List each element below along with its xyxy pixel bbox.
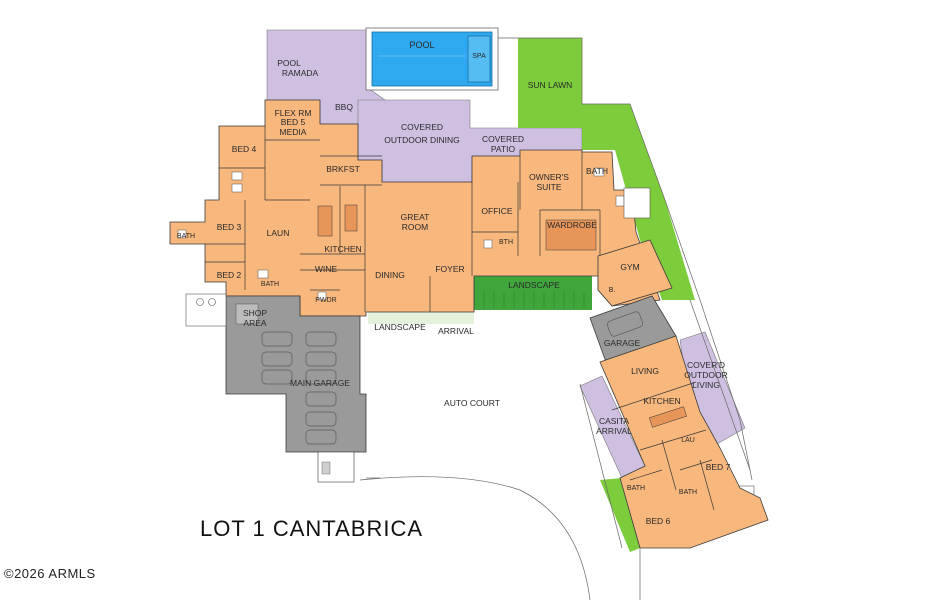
main-house	[169, 99, 661, 317]
casita-arrival-label-2: ARRIVAL	[596, 426, 632, 436]
garage-footprint	[225, 295, 367, 453]
kitchen-island	[317, 205, 333, 237]
main-garage	[225, 295, 367, 483]
flex-room-label-3: MEDIA	[280, 127, 307, 137]
owners-suite-label-2: SUITE	[536, 182, 561, 192]
flex-room-label-2: BED 5	[281, 117, 306, 127]
pool-group	[365, 27, 499, 91]
casita-kitchen-label: KITCHEN	[643, 396, 680, 406]
gym-footprint	[597, 239, 673, 307]
covered-outdoor-living-label-3: LIVING	[692, 380, 720, 390]
kitchen-label: KITCHEN	[324, 244, 361, 254]
landscape-front-label: LANDSCAPE	[374, 322, 426, 332]
auto-court-label: AUTO COURT	[444, 398, 500, 408]
main-house-footprint	[169, 99, 661, 317]
shop-area-label-1: SHOP	[243, 308, 267, 318]
sun-lawn-label: SUN LAWN	[528, 80, 573, 90]
casita-living-label: LIVING	[631, 366, 659, 376]
covered-patio-label-1: COVERED	[482, 134, 524, 144]
wardrobe-closet	[545, 219, 597, 251]
casita-lawn	[600, 478, 640, 552]
bbq-label: BBQ	[335, 102, 353, 112]
pool-ramada-label-2: RAMADA	[282, 68, 319, 78]
gym-b-label: B.	[609, 287, 616, 294]
covered-outdoor-dining-label-1: COVERED	[401, 122, 443, 132]
casita-laundry-label: LAU	[681, 437, 695, 444]
parked-cars	[261, 331, 337, 445]
office-label: OFFICE	[481, 206, 512, 216]
casita-footprint	[599, 335, 769, 549]
casita-island	[649, 406, 687, 428]
spa-label: SPA	[472, 53, 486, 60]
casita-garage-label: GARAGE	[604, 338, 641, 348]
shop-area-label-2: AREA	[243, 318, 266, 328]
plan-title: LOT 1 CANTABRICA	[200, 516, 424, 541]
owners-suite-label-1: OWNER'S	[529, 172, 569, 182]
sun-lawn	[518, 38, 582, 128]
wine-label: WINE	[315, 264, 338, 274]
bed4-label: BED 4	[232, 144, 257, 154]
main-garage-label: MAIN GARAGE	[290, 378, 350, 388]
bath-left-label: BATH	[177, 233, 195, 240]
pool-label: POOL	[409, 40, 434, 50]
site-lines	[359, 37, 753, 600]
bed6-label: BED 6	[646, 516, 671, 526]
bth-label: BTH	[499, 239, 513, 246]
bed2-label: BED 2	[217, 270, 242, 280]
pool-ramada-label-1: POOL	[277, 58, 301, 68]
casita	[589, 239, 769, 549]
covered-outdoor-living-label-2: OUTDOOR	[684, 370, 727, 380]
casita-bath-label-1: BATH	[627, 485, 645, 492]
spa	[467, 35, 491, 83]
gym-label: GYM	[620, 262, 639, 272]
covered-outdoor-living-label-1: COVER'D	[687, 360, 725, 370]
covered-outdoor-dining-label-2: OUTDOOR DINING	[384, 135, 460, 145]
wardrobe-label: WARDROBE	[547, 220, 597, 230]
bath-bed2-label: BATH	[261, 281, 279, 288]
landscape-band	[474, 272, 592, 310]
covered-patio-label-2: PATIO	[491, 144, 516, 154]
room-labels: POOL SPA POOL RAMADA SUN LAWN BBQ FLEX R…	[177, 40, 731, 526]
arrival-label: ARRIVAL	[438, 326, 474, 336]
landscape-band-label: LANDSCAPE	[508, 280, 560, 290]
brkfst-label: BRKFST	[326, 164, 360, 174]
dining-label: DINING	[375, 270, 405, 280]
flex-room-label-1: FLEX RM	[275, 108, 312, 118]
great-room-label-1: GREAT	[401, 212, 430, 222]
bed3-label: BED 3	[217, 222, 242, 232]
owner-bath-label: BATH	[586, 166, 608, 176]
kitchen-counter	[344, 204, 358, 232]
casita-arrival-label-1: CASITA	[599, 416, 629, 426]
powder-label: PWDR	[315, 297, 336, 304]
great-room-label-2: ROOM	[402, 222, 428, 232]
laundry-label: LAUN	[267, 228, 290, 238]
bed7-label: BED 7	[706, 462, 731, 472]
copyright-watermark: ©2026 ARMLS	[4, 566, 96, 581]
casita-bath-label-2: BATH	[679, 489, 697, 496]
foyer-label: FOYER	[435, 264, 464, 274]
